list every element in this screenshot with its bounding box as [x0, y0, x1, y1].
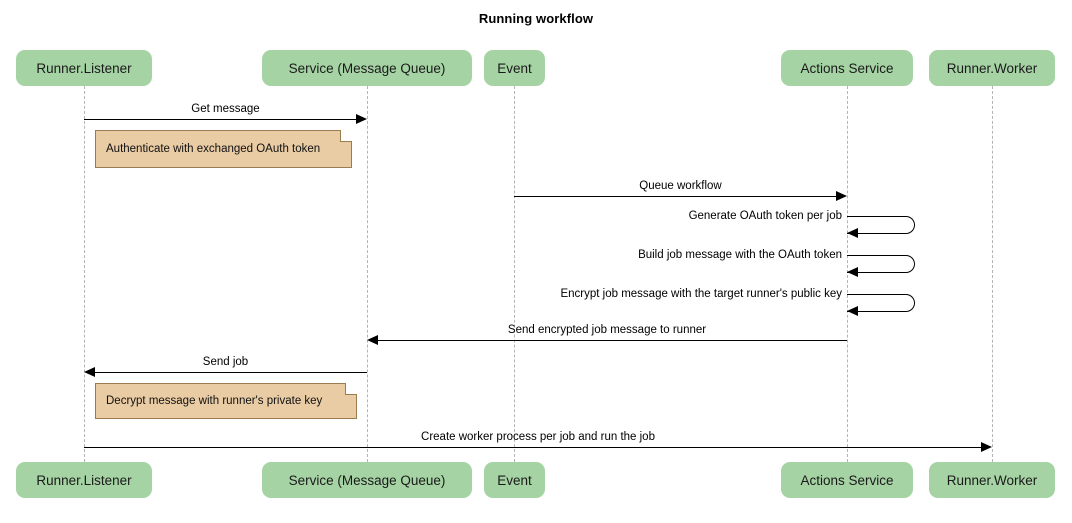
- message-arrow-queue-workflow: [514, 196, 836, 197]
- message-label-create-worker-process: Create worker process per job and run th…: [421, 431, 655, 443]
- message-arrow-create-worker-process: [84, 447, 981, 448]
- lifeline-service-mq: [367, 86, 368, 462]
- message-arrow-send-job: [95, 372, 367, 373]
- arrowhead-right-create-worker-process: [981, 442, 992, 452]
- participant-event-top[interactable]: Event: [484, 50, 545, 86]
- arrowhead-left-encrypt-job-message: [847, 306, 858, 316]
- participant-label: Actions Service: [800, 472, 894, 488]
- arrowhead-left-build-job-message: [847, 267, 858, 277]
- message-arrow-send-encrypted-job-message: [378, 340, 847, 341]
- note-authenticate-oauth: Authenticate with exchanged OAuth token: [95, 130, 352, 168]
- note-label: Authenticate with exchanged OAuth token: [106, 143, 321, 155]
- arrowhead-left-send-job: [84, 367, 95, 377]
- participant-runner-listener-bottom[interactable]: Runner.Listener: [16, 462, 152, 498]
- participant-actions-service-bottom[interactable]: Actions Service: [781, 462, 913, 498]
- message-selfloop-build-job-message: [847, 255, 915, 273]
- arrowhead-right-get-message: [356, 114, 367, 124]
- lifeline-runner-listener: [84, 86, 85, 462]
- participant-label: Runner.Worker: [946, 472, 1038, 488]
- participant-label: Event: [497, 60, 532, 76]
- participant-label: Runner.Listener: [36, 472, 132, 488]
- note-fold-corner-icon: [340, 130, 352, 142]
- participant-label: Runner.Worker: [946, 60, 1038, 76]
- participant-label: Runner.Listener: [36, 60, 132, 76]
- participant-event-bottom[interactable]: Event: [484, 462, 545, 498]
- message-label-encrypt-job-message: Encrypt job message with the target runn…: [560, 288, 842, 300]
- arrowhead-left-generate-oauth-token: [847, 228, 858, 238]
- note-decrypt-private-key: Decrypt message with runner's private ke…: [95, 383, 357, 419]
- participant-label: Service (Message Queue): [288, 472, 446, 488]
- message-label-build-job-message: Build job message with the OAuth token: [638, 249, 842, 261]
- message-arrow-get-message: [84, 119, 356, 120]
- participant-label: Service (Message Queue): [288, 60, 446, 76]
- message-label-send-job: Send job: [202, 356, 249, 368]
- note-label: Decrypt message with runner's private ke…: [106, 395, 323, 407]
- participant-runner-worker-top[interactable]: Runner.Worker: [929, 50, 1055, 86]
- participant-service-mq-bottom[interactable]: Service (Message Queue): [262, 462, 472, 498]
- participant-label: Event: [497, 472, 532, 488]
- participant-service-mq-top[interactable]: Service (Message Queue): [262, 50, 472, 86]
- arrowhead-left-send-encrypted-job-message: [367, 335, 378, 345]
- message-label-generate-oauth-token: Generate OAuth token per job: [688, 210, 842, 222]
- message-label-get-message: Get message: [191, 103, 260, 115]
- arrowhead-right-queue-workflow: [836, 191, 847, 201]
- lifeline-event: [514, 86, 515, 462]
- message-label-send-encrypted-job-message: Send encrypted job message to runner: [507, 324, 707, 336]
- note-fold-corner-icon: [345, 383, 357, 395]
- participant-runner-listener-top[interactable]: Runner.Listener: [16, 50, 152, 86]
- message-selfloop-encrypt-job-message: [847, 294, 915, 312]
- participant-label: Actions Service: [800, 60, 894, 76]
- diagram-title: Running workflow: [478, 11, 594, 26]
- lifeline-runner-worker: [992, 86, 993, 462]
- message-label-queue-workflow: Queue workflow: [639, 180, 722, 192]
- participant-actions-service-top[interactable]: Actions Service: [781, 50, 913, 86]
- message-selfloop-generate-oauth-token: [847, 216, 915, 234]
- participant-runner-worker-bottom[interactable]: Runner.Worker: [929, 462, 1055, 498]
